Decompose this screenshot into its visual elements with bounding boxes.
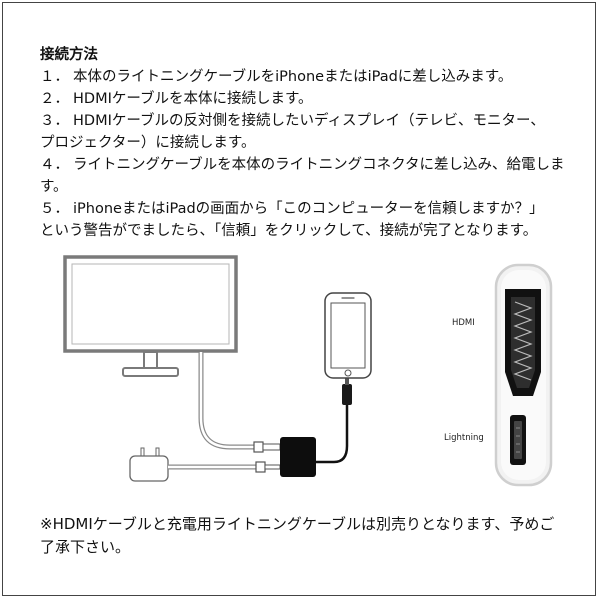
monitor-stand-base	[122, 367, 179, 377]
iphone-screen	[330, 302, 366, 369]
hdmi-plug	[253, 441, 264, 453]
monitor	[63, 255, 238, 377]
lightning-port-inner	[514, 421, 522, 459]
hdmi-cable-outline	[198, 352, 254, 450]
lightning-cable	[316, 377, 352, 464]
step-3-line-2: プロジェクター）に接続します。	[40, 135, 256, 151]
step-number: ４．	[40, 157, 69, 173]
power-adapter-body	[129, 455, 169, 482]
step-1-line-1: １．本体のライトニングケーブルをiPhoneまたはiPadに差し込みます。	[40, 66, 580, 88]
section-title: 接続方法	[40, 47, 98, 63]
step-4-line-2: す。	[40, 179, 68, 195]
step-text: HDMIケーブルの反対側を接続したいディスプレイ（テレビ、モニター、	[73, 113, 545, 129]
hdmi-port-pins	[513, 301, 533, 381]
hdmi-plug-tip	[262, 443, 281, 451]
step-text: HDMIケーブルを本体に接続します。	[73, 91, 313, 107]
connection-instructions: 接続方法 １．本体のライトニングケーブルをiPhoneまたはiPadに差し込みま…	[40, 44, 580, 242]
lightning-plug	[342, 384, 352, 405]
step-number: ３．	[40, 113, 69, 129]
power-plug	[255, 461, 266, 473]
step-text: 本体のライトニングケーブルをiPhoneまたはiPadに差し込みます。	[73, 69, 513, 85]
iphone-home-button	[344, 369, 352, 377]
step-text: iPhoneまたはiPadの画面から「このコンピューターを信頼しますか？」	[73, 201, 544, 217]
power-adapter	[129, 447, 169, 482]
hdmi-port-label: HDMI	[452, 318, 475, 328]
adapter-closeup	[494, 263, 553, 487]
power-plug-tip	[264, 464, 281, 470]
sold-separately-note: ※HDMIケーブルと充電用ライトニングケーブルは別売りとなります、予めご 了承下…	[40, 513, 580, 559]
step-5-line-2: という警告がでましたら、「信頼」をクリックして、接続が完了となります。	[40, 223, 538, 239]
step-2-line-1: ２．HDMIケーブルを本体に接続します。	[40, 88, 580, 110]
lightning-port-label: Lightning	[444, 433, 484, 443]
hdmi-cable-core	[199, 352, 254, 449]
step-number: ５．	[40, 201, 69, 217]
lightning-plug-tip	[345, 377, 349, 385]
monitor-stand-neck	[143, 351, 158, 369]
hdmi-port	[505, 289, 541, 396]
note-line-1: ※HDMIケーブルと充電用ライトニングケーブルは別売りとなります、予めご	[40, 515, 555, 533]
iphone	[324, 292, 372, 379]
step-number: ２．	[40, 91, 69, 107]
adapter-body	[280, 437, 316, 477]
power-cable	[168, 461, 281, 473]
monitor-screen	[71, 263, 230, 345]
step-3-line-1: ３．HDMIケーブルの反対側を接続したいディスプレイ（テレビ、モニター、	[40, 110, 580, 132]
lightning-cable-line	[316, 404, 349, 464]
step-4-line-1: ４．ライトニングケーブルを本体のライトニングコネクタに差し込み、給電しま	[40, 154, 580, 176]
lightning-port	[510, 415, 526, 465]
step-5-line-1: ５．iPhoneまたはiPadの画面から「このコンピューターを信頼しますか？」	[40, 198, 580, 220]
step-text: ライトニングケーブルを本体のライトニングコネクタに差し込み、給電しま	[73, 157, 565, 173]
note-line-2: 了承下さい。	[40, 538, 131, 556]
hdmi-cable	[198, 352, 281, 453]
step-number: １．	[40, 69, 69, 85]
